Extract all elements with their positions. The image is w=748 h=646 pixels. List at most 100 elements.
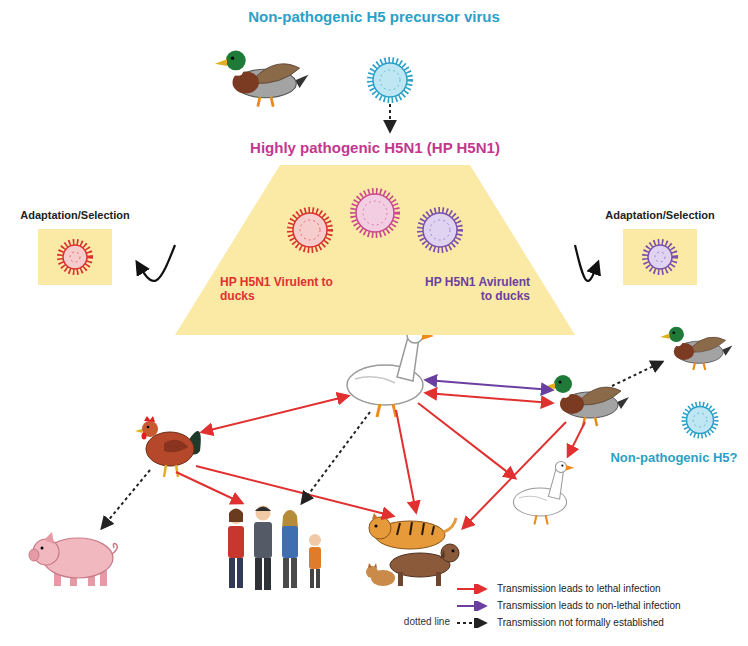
transmission-arrows	[426, 393, 552, 403]
humans-icon	[264, 558, 271, 590]
non-pathogenic-virus	[687, 407, 714, 434]
virus-core	[70, 252, 80, 262]
transmission-arrows	[202, 396, 348, 432]
virus-envelope	[648, 245, 672, 269]
chicken-icon	[135, 416, 201, 477]
white-goose-icon	[513, 461, 574, 524]
mammals-icon	[436, 572, 441, 586]
humans-icon	[228, 526, 244, 558]
chicken-icon	[135, 429, 142, 433]
selection-box: Adaptation/Selection	[15, 205, 135, 287]
mallard-icon	[660, 327, 732, 370]
transmission-arrows	[426, 380, 552, 390]
legend-row: Transmission not formally established	[455, 614, 681, 631]
dotted-arrow	[389, 104, 391, 131]
transmission-arrows	[176, 472, 242, 503]
humans-icon	[256, 506, 271, 521]
legend-sample	[455, 584, 491, 594]
pig-icon	[29, 549, 39, 561]
legend-row: Transmission leads to lethal infection	[455, 580, 681, 597]
humans-icon	[282, 526, 298, 558]
pig-icon	[41, 547, 44, 550]
humans-icon	[282, 510, 298, 528]
virus-spikes	[645, 242, 675, 272]
process-label: Adaptation/Selection	[605, 209, 714, 221]
pig-icon	[44, 532, 54, 544]
virus-envelope	[293, 213, 327, 247]
humans-icon	[309, 534, 321, 546]
mammals-icon	[440, 549, 445, 559]
band-title: Highly pathogenic H5N1 (HP H5N1)	[175, 139, 575, 157]
legend-sample	[457, 605, 485, 607]
virus-envelope	[423, 213, 457, 247]
humans-icon	[229, 558, 235, 588]
legend-text: Transmission not formally established	[497, 617, 664, 628]
legend-row: Transmission leads to non-lethal infecti…	[455, 597, 681, 614]
humans-icon	[255, 558, 262, 590]
virus-spikes	[60, 242, 90, 272]
chicken-icon	[164, 465, 166, 477]
humans-icon	[316, 569, 320, 588]
strain-label: HP H5N1 Virulent to ducks	[220, 275, 335, 304]
chicken-icon	[176, 465, 178, 477]
humans-icon	[237, 558, 243, 588]
non-pathogenic-virus	[684, 404, 716, 436]
transmission-arrows	[302, 412, 370, 503]
humans-icon	[283, 558, 289, 588]
humans-icon	[254, 522, 272, 558]
band-shape	[175, 165, 575, 335]
virus-core	[430, 220, 450, 240]
selection-arrow	[575, 245, 598, 281]
transmission-arrows	[102, 362, 662, 528]
mammals-icon	[452, 550, 455, 553]
humans-icon	[310, 569, 314, 588]
mammals-icon	[441, 544, 459, 562]
transmission-arrows	[102, 470, 150, 528]
humans-icon	[255, 507, 271, 512]
goose-icon	[347, 327, 434, 417]
chicken-icon	[146, 432, 194, 466]
legend-note: dotted line	[370, 616, 450, 627]
virus-envelope	[356, 194, 394, 232]
mammals-icon	[444, 518, 456, 532]
virus-pool-band: Highly pathogenic H5N1 (HP H5N1) HP H5N1 …	[175, 135, 575, 335]
mallard-icon	[544, 375, 629, 426]
precursor-label: Non-pathogenic H5 precursor virus	[184, 8, 564, 25]
virus-particle	[420, 210, 460, 250]
virus-label: Non-pathogenic H5?	[605, 450, 743, 465]
mammals-icon	[369, 517, 391, 539]
mallard-icon	[660, 327, 732, 370]
band-shape	[175, 135, 575, 335]
humans-icon	[309, 547, 321, 569]
precursor-virus	[373, 63, 407, 97]
transmission-arrows	[568, 422, 585, 456]
non-pathogenic-virus	[684, 404, 716, 436]
legend-sample	[457, 588, 485, 590]
white-goose-icon	[513, 461, 574, 524]
chicken-icon	[147, 426, 150, 429]
selection-box-shape	[38, 229, 112, 285]
selection-box-shape	[623, 229, 697, 285]
precursor-virus	[370, 60, 410, 100]
strain-label: HP H5N1 Avirulent to ducks	[415, 275, 530, 304]
selection-arrow	[137, 245, 175, 281]
virus-spikes	[420, 210, 460, 250]
legend-sample	[457, 622, 485, 624]
precursor-virus	[370, 60, 410, 100]
chicken-icon	[164, 440, 188, 453]
selection-box-shape	[30, 227, 120, 287]
virus-particle	[645, 242, 675, 272]
precursor-duck	[215, 51, 309, 107]
humans-icon	[228, 506, 321, 591]
transmission-arrows	[463, 422, 566, 528]
mammals-icon	[375, 525, 378, 528]
virus-spikes	[290, 210, 330, 250]
humans-icon	[229, 509, 243, 523]
mammals-icon	[368, 563, 377, 568]
chicken-icon	[142, 433, 147, 440]
process-label: Adaptation/Selection	[20, 209, 129, 221]
legend-sample	[455, 618, 491, 628]
virus-core	[363, 201, 387, 225]
transmission-arrows	[418, 403, 515, 478]
